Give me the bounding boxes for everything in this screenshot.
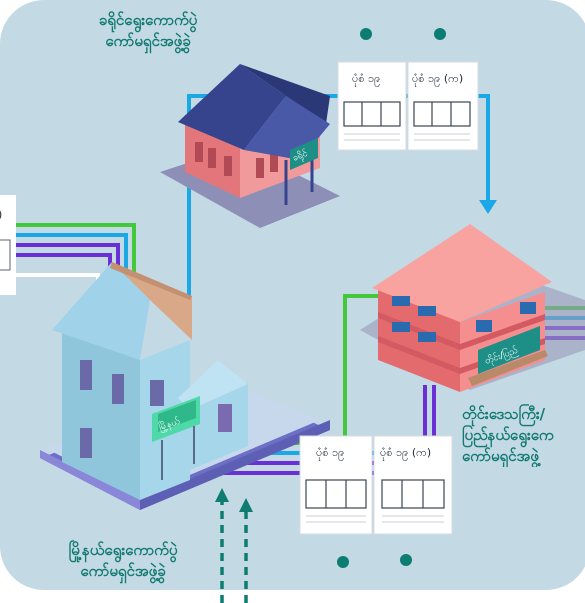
svg-text:): ) xyxy=(0,208,2,221)
form-19-title: ပုံစံ ၁၉ xyxy=(352,72,380,87)
state-office-label-line2: ပြည်နယ်ရွေးကေ xyxy=(462,426,554,444)
district-office-building: ခရိုင် xyxy=(160,64,340,228)
decor-dot xyxy=(337,556,349,568)
form-19a-title-bottom: ပုံစံ ၁၉ (က) xyxy=(380,446,431,461)
decor-dot xyxy=(360,28,372,40)
dashed-upward-arrows xyxy=(215,488,253,603)
decor-dot xyxy=(434,28,446,40)
state-office-label: တိုင်းဒေသကြီး/ ပြည်နယ်ရွေးကေ ကော်မရှင်အဖ… xyxy=(462,404,585,467)
state-office-label-line3: ကော်မရှင်အဖွဲ့ xyxy=(462,447,539,465)
form-19-bottom: ပုံစံ ၁၉ xyxy=(299,435,373,535)
district-office-label-line2: ကော်မရှင်အဖွဲ့ခွဲ xyxy=(105,32,191,50)
township-office-label-line2: ကော်မရှင်အဖွဲ့ခွဲ xyxy=(80,562,166,580)
district-office-label-line1: ခရိုင်ရွေးကောက်ပွဲ xyxy=(98,11,198,29)
township-office-label-line1: မြို့နယ်ရွေးကောက်ပွဲ xyxy=(68,541,178,559)
arrow-down-state xyxy=(479,200,497,214)
form-19-title-bottom: ပုံစံ ၁၉ xyxy=(316,446,344,461)
form-19a-title: ပုံစံ ၁၉ (က) xyxy=(412,72,463,87)
district-office-label: ခရိုင်ရွေးကောက်ပွဲ ကော်မရှင်အဖွဲ့ခွဲ xyxy=(68,10,228,52)
township-office-building: မြို့နယ် xyxy=(40,262,330,510)
township-office-label: မြို့နယ်ရွေးကောက်ပွဲ ကော်မရှင်အဖွဲ့ခွဲ xyxy=(38,540,208,582)
form-19a-bottom: ပုံစံ ၁၉ (က) xyxy=(373,435,453,535)
state-office-label-line1: တိုင်းဒေသကြီး/ xyxy=(462,405,546,423)
form-partial-left: ) xyxy=(0,195,16,295)
form-19-top: ပုံစံ ၁၉ xyxy=(337,61,407,151)
form-19a-top: ပုံစံ ၁၉ (က) xyxy=(407,61,479,151)
state-office-building: တိုင်း/ပြည် xyxy=(360,224,585,392)
decor-dot xyxy=(400,554,412,566)
